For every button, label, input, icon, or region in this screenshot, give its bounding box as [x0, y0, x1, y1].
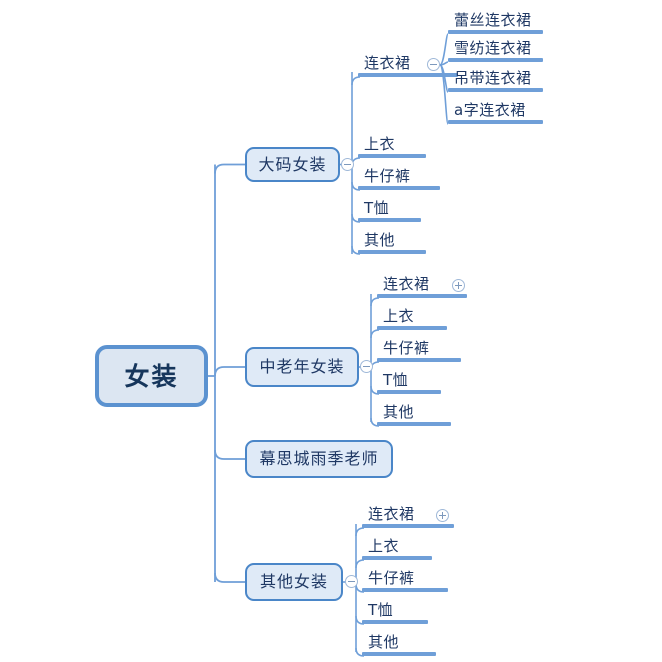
- item-zhonglaonian-1[interactable]: 上衣: [377, 304, 447, 330]
- item-label: 连衣裙: [364, 54, 411, 72]
- item-daima-0-0[interactable]: 蕾丝连衣裙: [448, 8, 543, 34]
- item-underline-bar: [358, 250, 426, 254]
- item-underline-bar: [358, 154, 426, 158]
- branch-node-musicheng[interactable]: 幕思城雨季老师: [245, 440, 393, 478]
- item-qita-2[interactable]: 牛仔裤: [362, 566, 448, 592]
- item-daima-0-2[interactable]: 吊带连衣裙: [448, 66, 543, 92]
- item-underline-bar: [377, 422, 451, 426]
- collapse-icon[interactable]: [345, 575, 358, 588]
- item-label: 雪纺连衣裙: [454, 39, 532, 57]
- item-underline-bar: [358, 218, 421, 222]
- item-zhonglaonian-0[interactable]: 连衣裙: [377, 272, 467, 298]
- item-daima-0[interactable]: 连衣裙: [358, 51, 458, 77]
- connector: [214, 163, 245, 174]
- branch-node-qita[interactable]: 其他女装: [245, 563, 343, 601]
- item-zhonglaonian-2[interactable]: 牛仔裤: [377, 336, 461, 362]
- item-zhonglaonian-3[interactable]: T恤: [377, 368, 441, 394]
- item-qita-0[interactable]: 连衣裙: [362, 502, 454, 528]
- item-label: a字连衣裙: [454, 101, 526, 119]
- collapse-icon[interactable]: [427, 58, 440, 71]
- connector: [351, 76, 361, 86]
- item-label: 上衣: [368, 537, 400, 555]
- item-daima-1[interactable]: 上衣: [358, 132, 426, 158]
- item-label: 吊带连衣裙: [454, 69, 532, 87]
- item-underline-bar: [377, 390, 441, 394]
- item-underline-bar: [448, 58, 543, 62]
- connector: [214, 449, 245, 460]
- item-underline-bar: [362, 556, 432, 560]
- item-underline-bar: [358, 186, 440, 190]
- root-node[interactable]: 女装: [95, 345, 208, 407]
- collapse-icon[interactable]: [341, 158, 354, 171]
- item-label: 牛仔裤: [368, 569, 415, 587]
- branch-node-daima[interactable]: 大码女装: [245, 147, 340, 182]
- item-label: T恤: [368, 601, 394, 619]
- item-zhonglaonian-4[interactable]: 其他: [377, 400, 451, 426]
- item-label: 蕾丝连衣裙: [454, 11, 532, 29]
- item-label: 其他: [368, 633, 400, 651]
- item-daima-2[interactable]: 牛仔裤: [358, 164, 440, 190]
- branch-node-zhonglaonian[interactable]: 中老年女装: [245, 347, 359, 387]
- item-label: 牛仔裤: [364, 167, 411, 185]
- item-underline-bar: [377, 358, 461, 362]
- item-label: T恤: [383, 371, 409, 389]
- collapse-icon[interactable]: [360, 360, 373, 373]
- expand-icon[interactable]: [452, 279, 465, 292]
- item-label: 上衣: [383, 307, 415, 325]
- item-daima-0-3[interactable]: a字连衣裙: [448, 98, 543, 124]
- item-label: 牛仔裤: [383, 339, 430, 357]
- item-label: 其他: [364, 231, 396, 249]
- item-daima-3[interactable]: T恤: [358, 196, 421, 222]
- item-underline-bar: [448, 30, 543, 34]
- item-qita-4[interactable]: 其他: [362, 630, 436, 656]
- item-qita-3[interactable]: T恤: [362, 598, 428, 624]
- item-daima-4[interactable]: 其他: [358, 228, 426, 254]
- connector: [214, 572, 245, 583]
- item-underline-bar: [448, 88, 543, 92]
- item-underline-bar: [362, 652, 436, 656]
- item-label: T恤: [364, 199, 390, 217]
- expand-icon[interactable]: [436, 509, 449, 522]
- item-label: 连衣裙: [368, 505, 415, 523]
- item-underline-bar: [362, 620, 428, 624]
- item-label: 其他: [383, 403, 415, 421]
- item-label: 连衣裙: [383, 275, 430, 293]
- item-label: 上衣: [364, 135, 396, 153]
- item-underline-bar: [358, 73, 458, 77]
- item-underline-bar: [448, 120, 543, 124]
- item-underline-bar: [377, 294, 467, 298]
- connector: [214, 366, 245, 377]
- item-qita-1[interactable]: 上衣: [362, 534, 432, 560]
- item-underline-bar: [362, 588, 448, 592]
- item-underline-bar: [362, 524, 454, 528]
- item-daima-0-1[interactable]: 雪纺连衣裙: [448, 36, 543, 62]
- item-underline-bar: [377, 326, 447, 330]
